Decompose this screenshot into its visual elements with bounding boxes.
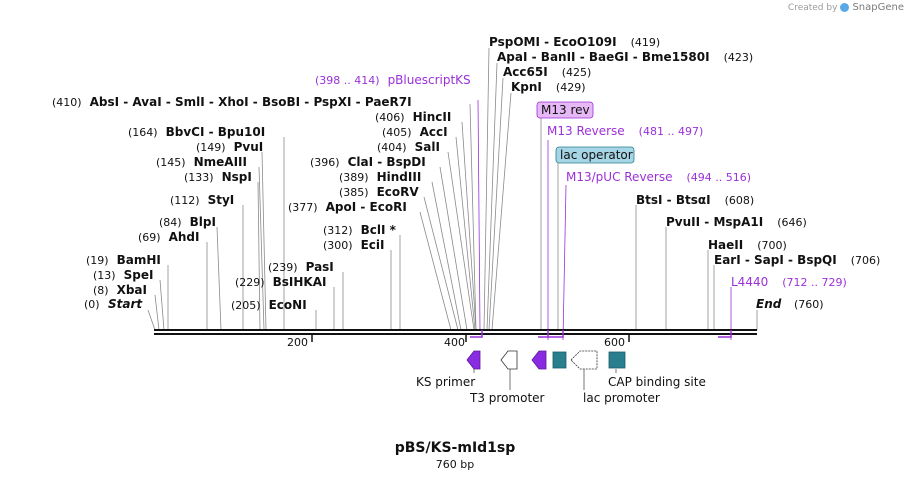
- bracket-l4440: [718, 330, 732, 338]
- enzyme-group-646: PvuII - MspA1I(646): [666, 215, 807, 229]
- start-pos: (0): [84, 298, 100, 311]
- snapgene-logo-icon: [840, 3, 850, 12]
- ticks: [311, 334, 630, 342]
- enzyme-group-425: Acc65I(425): [503, 65, 591, 79]
- leader-acc65i: [488, 77, 504, 331]
- credit-brand: SnapGene: [852, 2, 904, 13]
- enzyme-group-404: (404)SalI: [377, 140, 440, 154]
- enzyme-group-8: (8)XbaI: [93, 283, 147, 297]
- t3-promoter-arrow: [500, 350, 518, 370]
- cap-binding-site-box: [608, 351, 626, 369]
- feature-label-cap-binding-site: CAP binding site: [608, 375, 706, 389]
- leader-sali: [447, 151, 475, 331]
- enzyme-group-389: (389)HindIII: [339, 170, 421, 184]
- start-label: Start: [108, 297, 143, 311]
- credit-prefix: Created by: [787, 2, 838, 13]
- leader-pvui: [261, 151, 267, 331]
- enzyme-group-112: (112)StyI: [170, 193, 234, 207]
- enzyme-group-145: (145)NmeAIII: [156, 155, 247, 169]
- leader-ecorv: [423, 196, 459, 331]
- m13rev-box: [536, 101, 594, 119]
- tick-label-600: 600: [604, 336, 625, 349]
- bracket-pbluescriptks: [470, 330, 483, 338]
- leader-pae7i: [469, 103, 477, 331]
- primer-brackets: [470, 330, 732, 338]
- primer-label-l4440: L4440(712 .. 729): [731, 275, 847, 289]
- map-title: pBS/KS-mId1sp: [394, 440, 516, 456]
- enzyme-group-608: BtsI - BtsαI(608): [636, 193, 754, 207]
- enzyme-group-406: (406)HincII: [375, 110, 451, 124]
- enzyme-group-419: PspOMI - EcoO109I(419): [489, 35, 660, 49]
- enzyme-group-205: (205)EcoNI: [231, 298, 307, 312]
- leader-nmeaiii: [258, 166, 265, 331]
- enzyme-group-133: (133)NspI: [184, 170, 252, 184]
- leader-m13puc: [562, 184, 567, 341]
- credit: Created by SnapGene: [788, 2, 904, 13]
- enzyme-labels-left: (410)AbsI - AvaI - SmlI - XhoI - BsoBI -…: [52, 95, 451, 312]
- enzyme-group-149: (149)PvuI: [196, 140, 263, 154]
- enzyme-group-13: (13)SpeI: [93, 268, 153, 282]
- feature-label-t3-promoter: T3 promoter: [469, 391, 545, 405]
- lac-operator-box-feature: [552, 351, 567, 369]
- feature-label-lac-promoter: lac promoter: [583, 391, 660, 405]
- leader-spei: [159, 279, 165, 331]
- features-track: [466, 350, 626, 390]
- enzyme-group-164: (164)BbvCI - Bpu10I: [128, 125, 265, 139]
- ks-primer-arrow: [466, 350, 481, 370]
- enzyme-group-229: (229)BsIHKAI: [235, 275, 326, 289]
- primer-label-m13puc: M13/pUC Reverse(494 .. 516): [566, 170, 751, 184]
- leader-acci: [455, 136, 476, 331]
- lac-operator-box-label: lac operator: [560, 148, 633, 162]
- primer-labels: (398 .. 414)pBluescriptKS M13 rev M13 Re…: [315, 73, 847, 289]
- enzyme-group-429: KpnI(429): [511, 80, 586, 94]
- bracket-m13puc: [548, 330, 564, 338]
- enzyme-group-423: ApaI - BanII - BaeGI - Bme1580I(423): [497, 50, 753, 64]
- leader-pbluescriptks: [477, 99, 481, 331]
- feature-label-ks-primer: KS primer: [416, 375, 475, 389]
- primer-label-pbluescriptks: (398 .. 414)pBluescriptKS: [315, 73, 471, 87]
- enzyme-group-396: (396)ClaI - BspDI: [310, 155, 426, 169]
- leader-bspdi: [439, 166, 468, 331]
- enzyme-group-300: (300)EciI: [323, 238, 384, 252]
- enzyme-labels-right: PspOMI - EcoO109I(419) ApaI - BanII - Ba…: [489, 35, 880, 267]
- enzyme-group-377: (377)ApoI - EcoRI: [288, 200, 407, 214]
- tick-label-400: 400: [444, 336, 465, 349]
- leader-kpni: [491, 92, 512, 331]
- enzyme-group-410: (410)AbsI - AvaI - SmlI - XhoI - BsoBI -…: [52, 95, 412, 109]
- end-pos: (760): [794, 298, 824, 311]
- leader-hindiii: [431, 181, 462, 331]
- enzyme-group-239: (239)PasI: [268, 260, 334, 274]
- leader-ecori: [419, 211, 452, 331]
- enzyme-group-19: (19)BamHI: [86, 253, 161, 267]
- leader-xbai: [154, 294, 160, 331]
- leader-bme1580i: [486, 62, 498, 331]
- map-subtitle: 760 bp: [435, 458, 475, 471]
- leader-hincii: [461, 121, 477, 331]
- m13rev-box-label: M13 rev: [541, 103, 590, 117]
- leader-blpi: [216, 226, 222, 331]
- enzyme-group-405: (405)AccI: [382, 125, 448, 139]
- leader-nspi: [257, 181, 261, 331]
- end-label: End: [756, 297, 782, 311]
- backbone: [154, 329, 757, 335]
- leader-start: [147, 309, 156, 331]
- enzyme-group-385: (385)EcoRV: [339, 185, 419, 199]
- lac-promoter-arrow: [570, 350, 598, 370]
- enzyme-group-69: (69)AhdI: [138, 230, 199, 244]
- enzyme-group-84: (84)BlpI: [159, 215, 216, 229]
- primer-label-m13reverse: M13 Reverse(481 .. 497): [547, 124, 703, 138]
- enzyme-group-706: EarI - SapI - BspQI(706): [714, 253, 880, 267]
- tick-label-200: 200: [287, 336, 308, 349]
- m13-rev-arrow: [531, 350, 547, 370]
- lac-operator-box: [555, 146, 635, 164]
- leader-ecoo109i: [483, 47, 490, 331]
- enzyme-group-700: HaeII(700): [708, 238, 787, 252]
- enzyme-group-312: (312)BclI *: [323, 223, 397, 237]
